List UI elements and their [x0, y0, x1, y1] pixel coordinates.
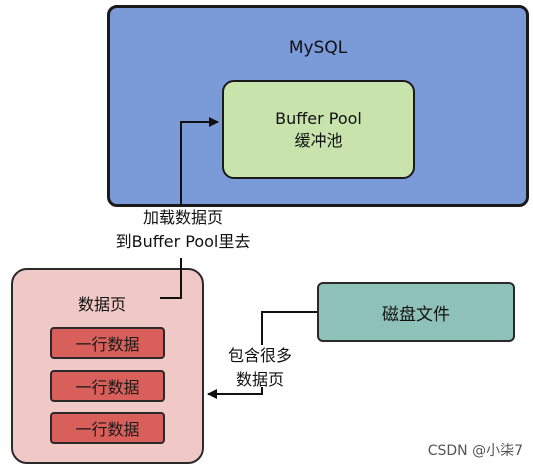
- contains-pages-label: 包含很多 数据页: [215, 344, 305, 392]
- load-arrow-lower: [160, 258, 182, 299]
- disk-file-label: 磁盘文件: [382, 304, 450, 325]
- load-page-label: 加载数据页 到Buffer Pool里去: [88, 206, 278, 254]
- data-page-title: 数据页: [78, 295, 127, 314]
- load-page-label-line2: 到Buffer Pool里去: [115, 232, 251, 251]
- disk-arrow-lower: [207, 387, 263, 399]
- mysql-title: MySQL: [288, 38, 348, 58]
- data-row: 一行数据: [50, 412, 165, 444]
- disk-file-box: 磁盘文件: [317, 282, 515, 342]
- watermark: CSDN @小柒7: [427, 443, 523, 459]
- disk-arrow-upper: [261, 311, 317, 345]
- buffer-pool-sublabel: 缓冲池: [294, 130, 343, 150]
- data-row: 一行数据: [50, 370, 165, 402]
- buffer-pool-box: Buffer Pool 缓冲池: [222, 80, 415, 179]
- buffer-pool-label: Buffer Pool: [275, 108, 362, 128]
- data-row: 一行数据: [50, 327, 165, 359]
- contains-pages-label-line1: 包含很多: [227, 346, 292, 365]
- load-page-label-line1: 加载数据页: [142, 208, 223, 227]
- load-arrow-upper: [180, 117, 219, 205]
- contains-pages-label-line2: 数据页: [235, 370, 284, 389]
